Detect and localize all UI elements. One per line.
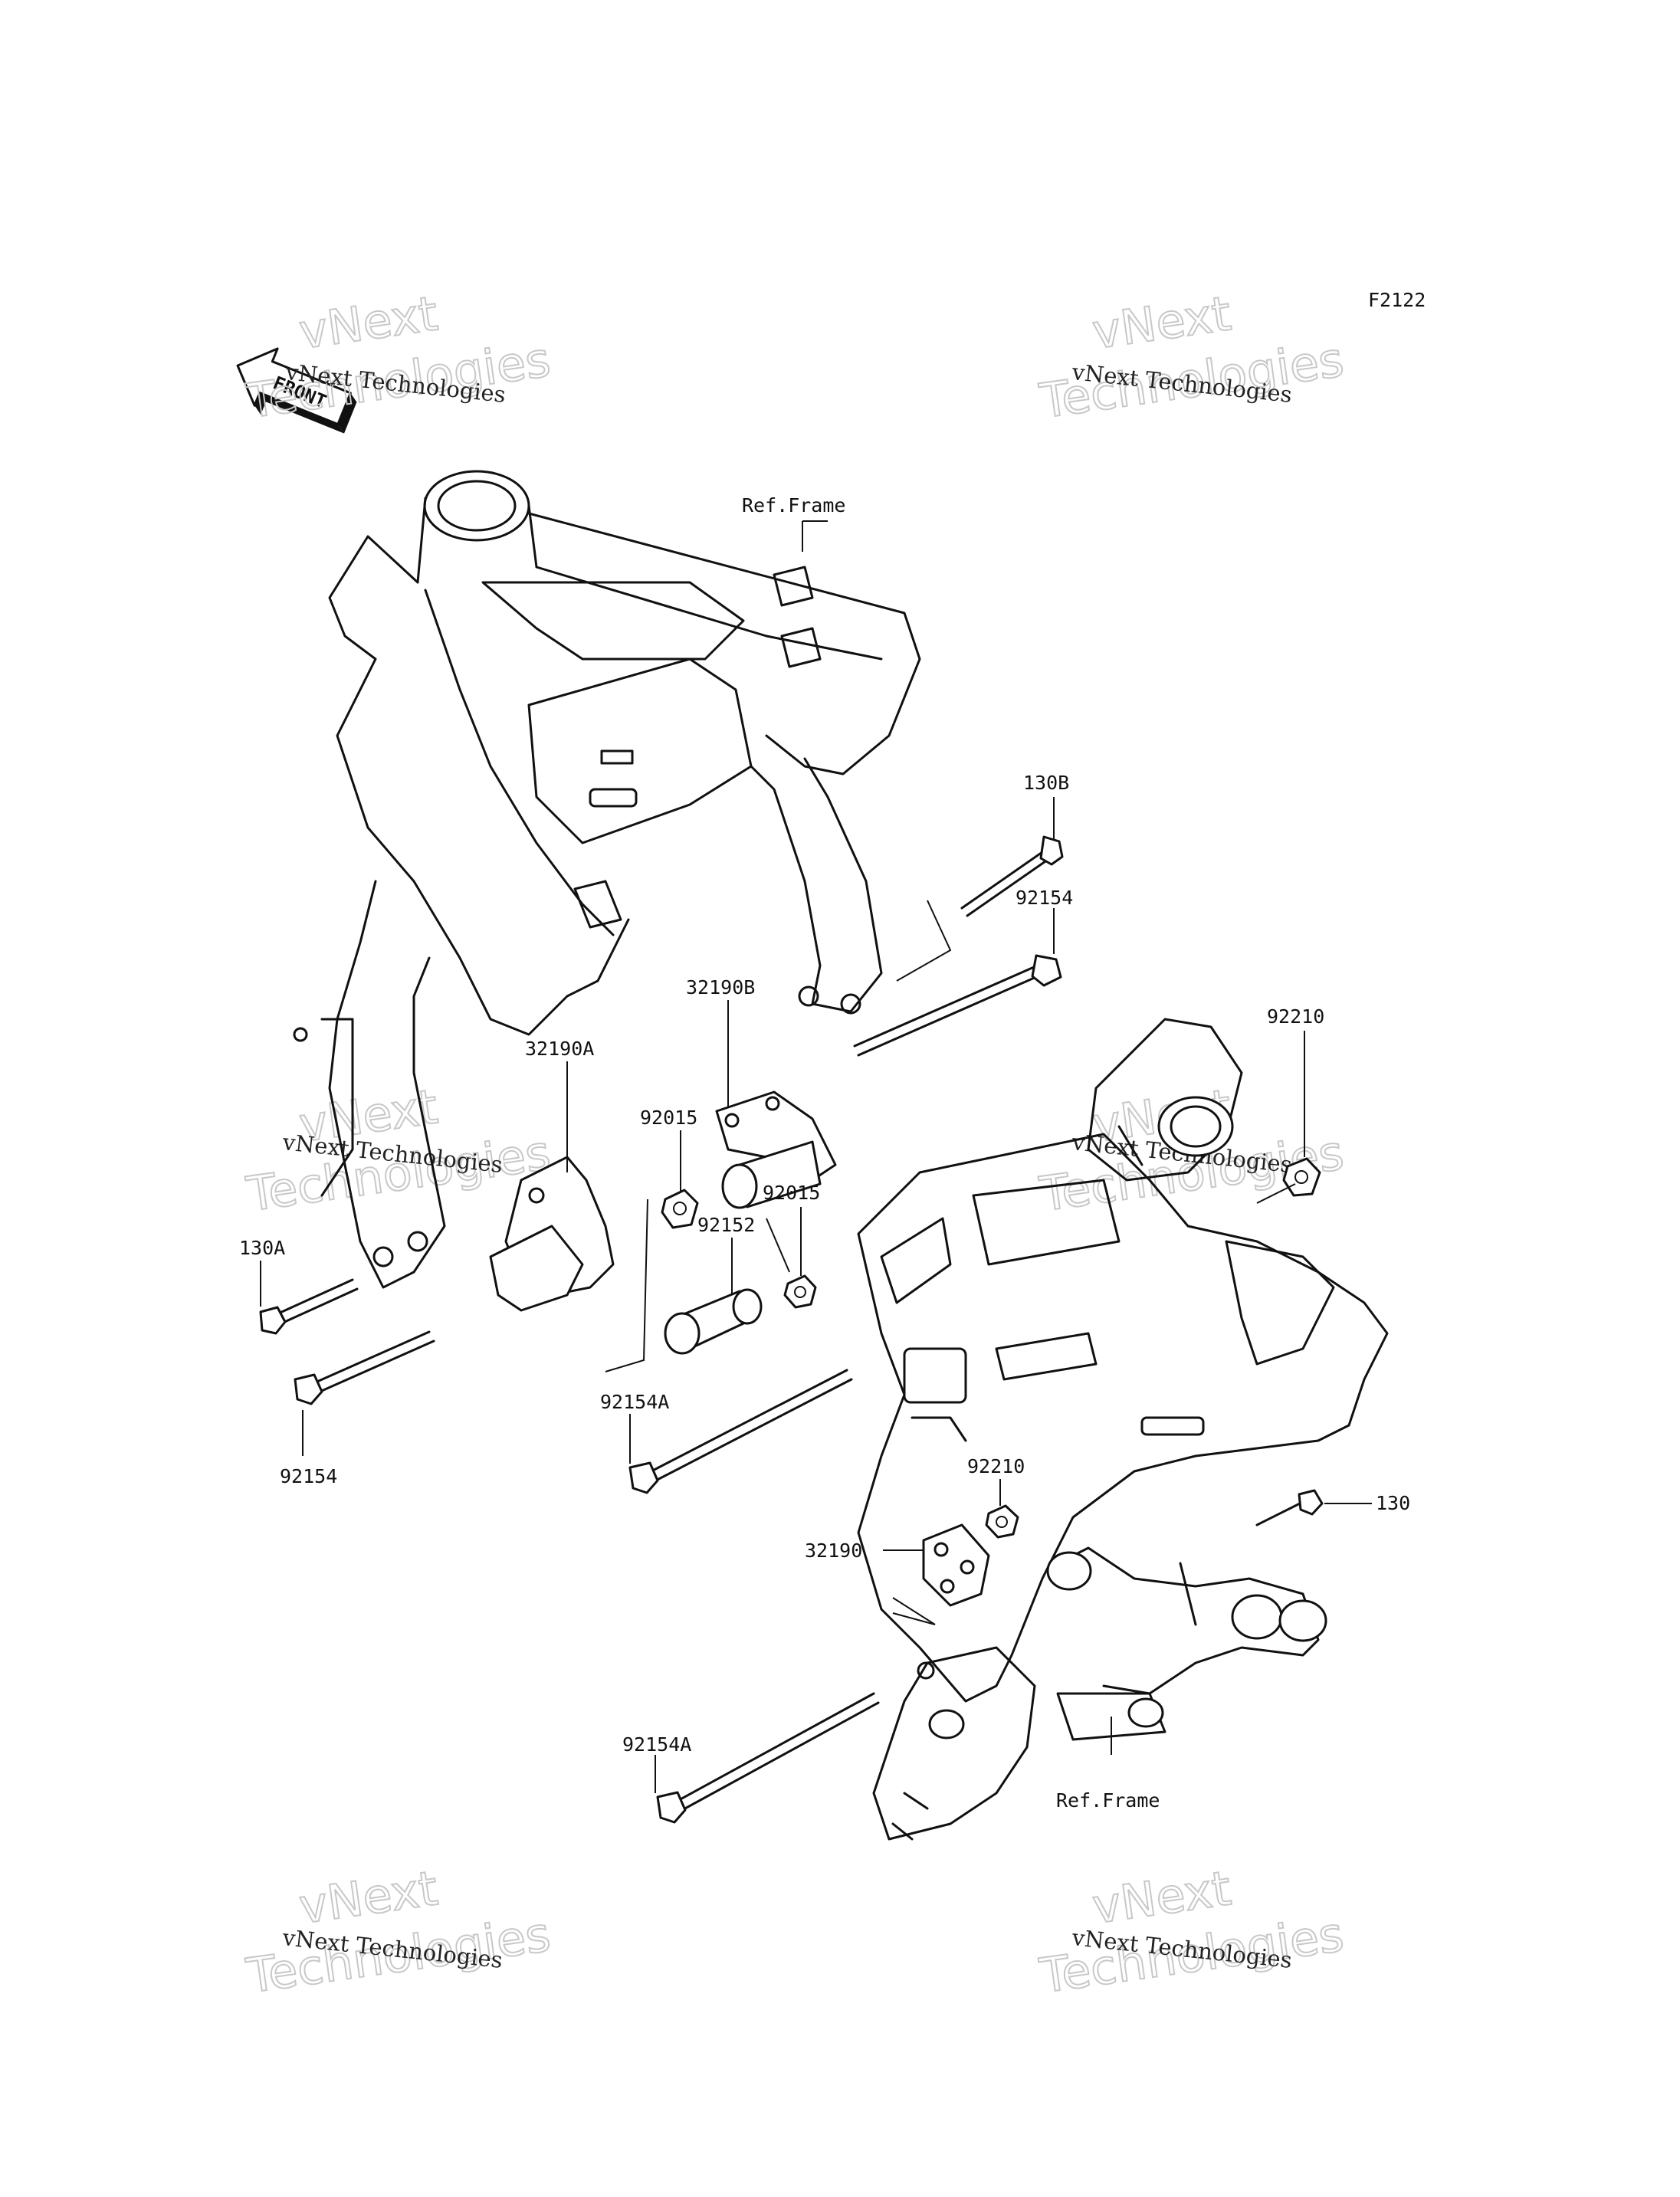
label-92210-mid: 92210 <box>967 1455 1025 1477</box>
nut-92015-left-icon <box>661 1189 699 1229</box>
watermark-top-right: vNext Technologies <box>1035 284 1348 430</box>
bolt-92154-left-icon <box>294 1330 435 1405</box>
leader-lines <box>260 520 1372 1793</box>
label-32190B: 32190B <box>686 976 755 998</box>
label-92210-top: 92210 <box>1267 1005 1324 1028</box>
bracket-32190A-icon <box>489 1156 615 1312</box>
bolt-92154-top-icon <box>853 954 1062 1057</box>
nut-92210-mid-icon <box>985 1504 1019 1539</box>
label-130: 130 <box>1376 1492 1410 1514</box>
label-130A: 130A <box>239 1237 285 1259</box>
label-130B: 130B <box>1023 772 1069 794</box>
bracket-32190B-icon <box>715 1090 837 1209</box>
bolt-130-icon <box>1255 1489 1324 1526</box>
bolt-92154A-mid-icon <box>628 1369 853 1494</box>
watermark-bottom-left: vNext Technologies <box>242 1859 555 2005</box>
label-92154-left: 92154 <box>280 1465 337 1487</box>
label-92154-top: 92154 <box>1016 887 1073 909</box>
bolt-92154A-bottom-icon <box>656 1692 880 1824</box>
label-32190: 32190 <box>805 1540 862 1562</box>
label-32190A: 32190A <box>525 1038 594 1060</box>
label-ref-frame-top: Ref.Frame <box>742 494 845 516</box>
label-92015-left: 92015 <box>640 1107 697 1129</box>
figure-code: F2122 <box>1368 289 1426 311</box>
upper-frame-drawing <box>293 470 921 1289</box>
lower-frame-drawing <box>857 1018 1389 1841</box>
label-ref-frame-bottom: Ref.Frame <box>1056 1789 1160 1812</box>
nut-92015-right-icon <box>783 1274 817 1309</box>
collar-92152-icon <box>664 1288 763 1355</box>
watermark-top-left: vNext Technologies <box>242 284 555 430</box>
nut-92210-top-icon <box>1282 1157 1321 1197</box>
bracket-32190-icon <box>922 1523 990 1607</box>
label-92015-right: 92015 <box>763 1182 820 1204</box>
label-92152: 92152 <box>697 1214 755 1236</box>
label-92154A-mid: 92154A <box>600 1391 669 1413</box>
bolt-130B-icon <box>960 835 1064 917</box>
label-92154A-bottom: 92154A <box>622 1733 691 1756</box>
bolt-130A-icon <box>259 1278 359 1335</box>
